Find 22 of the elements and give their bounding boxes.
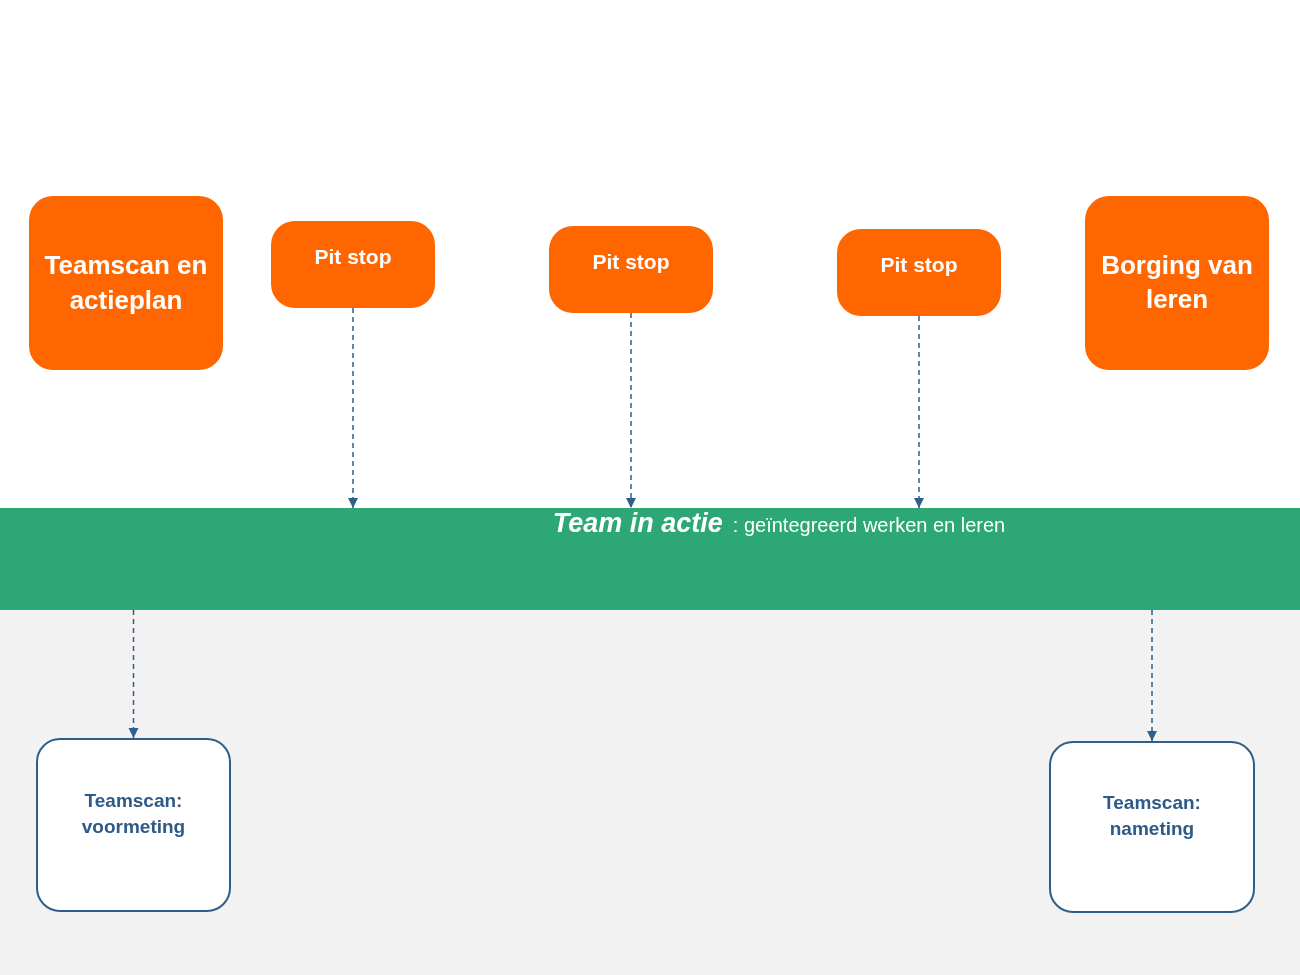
dashed-arrow xyxy=(625,312,637,509)
dashed-arrow xyxy=(1146,609,1158,742)
box-label: Teamscan: nameting xyxy=(1102,791,1202,841)
box-label: Teamscan: voormeting xyxy=(80,789,187,839)
phase-band xyxy=(0,508,1300,610)
phase-box xyxy=(36,738,231,912)
phase-box xyxy=(1049,741,1255,913)
dashed-arrow xyxy=(913,315,925,509)
box-label: Pit stop xyxy=(313,244,393,269)
phase-box xyxy=(549,226,713,313)
dashed-arrow xyxy=(128,609,139,739)
box-label: Teamscan en actieplan xyxy=(43,248,209,317)
box-label: Borging van leren xyxy=(1100,249,1254,316)
phase-box xyxy=(29,196,223,370)
box-label: Pit stop xyxy=(879,252,959,277)
box-label: Pit stop xyxy=(591,249,671,274)
dashed-arrow xyxy=(347,307,359,509)
phase-box xyxy=(271,221,435,308)
band-title: Team in actie xyxy=(552,508,723,539)
band-subtitle: : geïntegreerd werken en leren xyxy=(732,514,1006,537)
phase-box xyxy=(1085,196,1269,370)
phase-box xyxy=(837,229,1001,316)
